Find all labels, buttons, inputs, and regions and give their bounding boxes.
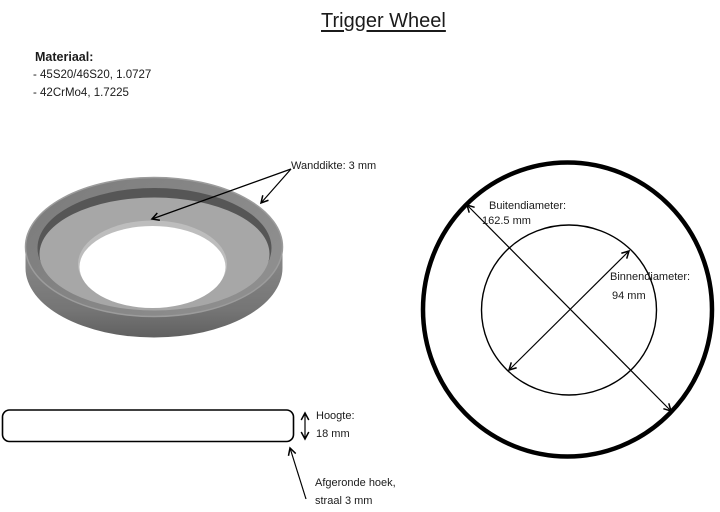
front-view-circles xyxy=(420,160,715,459)
wall-thickness-arrows xyxy=(150,168,292,221)
inner-diameter-value: 94 mm xyxy=(612,290,646,302)
wall-thickness-label: Wanddikte: 3 mm xyxy=(291,160,377,172)
rounded-corner-label: Afgeronde hoek, straal 3 mm xyxy=(315,474,396,510)
material-list: - 45S20/46S20, 1.0727 - 42CrMo4, 1.7225 xyxy=(33,66,151,102)
side-profile-rect xyxy=(1,409,295,443)
height-label-line1: Hoogte: xyxy=(316,410,355,422)
wall-thickness-arrow-outer xyxy=(259,168,292,205)
ring-side-wall xyxy=(25,247,283,338)
page-title: Trigger Wheel xyxy=(321,10,446,32)
inner-diameter-label: Binnendiameter: xyxy=(610,271,691,283)
rounded-corner-label-line1: Afgeronde hoek, xyxy=(315,477,396,489)
outer-diameter-arrow xyxy=(465,203,673,413)
rounded-corner-arrow xyxy=(287,446,307,500)
inner-diameter-arrow xyxy=(507,249,631,372)
wall-thickness-arrow-inner xyxy=(150,168,292,221)
ring-3d-view xyxy=(24,176,284,338)
material-option: - 42CrMo4, 1.7225 xyxy=(33,87,129,99)
height-label-line2: 18 mm xyxy=(316,428,350,440)
height-label: Hoogte: 18 mm xyxy=(316,407,355,443)
ring-hole xyxy=(79,226,226,308)
outer-diameter-value: 162.5 mm xyxy=(482,215,531,227)
material-option: - 45S20/46S20, 1.0727 xyxy=(33,69,152,81)
material-heading: Materiaal: xyxy=(35,50,94,64)
outer-diameter-label: Buitendiameter: xyxy=(489,200,567,212)
side-view xyxy=(1,409,310,500)
rounded-corner-label-line2: straal 3 mm xyxy=(315,495,373,507)
outer-circle xyxy=(420,160,715,459)
